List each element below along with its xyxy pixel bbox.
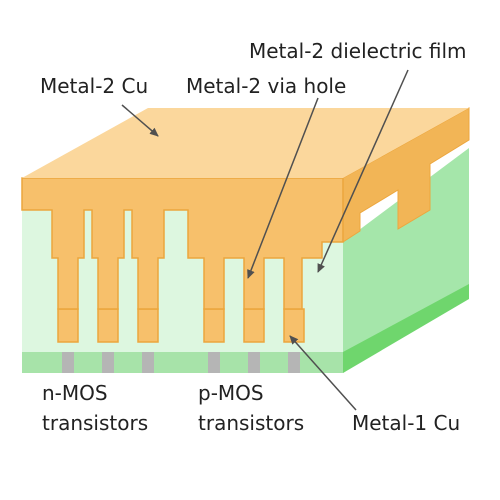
dielectric-callout-arrow (317, 69, 409, 273)
metal-1-pad (283, 308, 305, 343)
label-n-mos-line2: transistors (42, 411, 148, 435)
substrate-side-band (343, 284, 469, 373)
metal-1-pad (137, 308, 159, 343)
gate-contact (142, 352, 154, 373)
label-metal-1-cu: Metal-1 Cu (352, 411, 460, 435)
label-metal-2-dielectric-film: Metal-2 dielectric film (249, 39, 467, 63)
gate-contact (102, 352, 114, 373)
metal-1-pad (243, 308, 265, 343)
label-metal-2-cu: Metal-2 Cu (40, 74, 148, 98)
metal-2-cu-top (22, 108, 469, 178)
label-p-mos-line2: transistors (198, 411, 304, 435)
metal-2-cu-front (21, 177, 344, 310)
label-p-mos-line1: p-MOS (198, 381, 264, 405)
callout-arrows (121, 69, 409, 411)
gate-contact (208, 352, 220, 373)
dielectric-side-face (343, 148, 469, 373)
gate-contact (288, 352, 300, 373)
label-metal-2-via-hole: Metal-2 via hole (186, 74, 346, 98)
cu2-callout-arrow (121, 104, 159, 137)
gate-contacts (62, 352, 300, 373)
metal-1-pad (57, 308, 79, 343)
metal-1-pad (97, 308, 119, 343)
copper-side-face (342, 107, 470, 243)
metal-1-pad (203, 308, 225, 343)
cu1-callout-arrow (289, 335, 357, 411)
via-callout-arrow (247, 97, 319, 279)
metal-1-pads (57, 308, 305, 343)
gate-contact (62, 352, 74, 373)
gate-contact (248, 352, 260, 373)
label-n-mos-line1: n-MOS (42, 381, 108, 405)
